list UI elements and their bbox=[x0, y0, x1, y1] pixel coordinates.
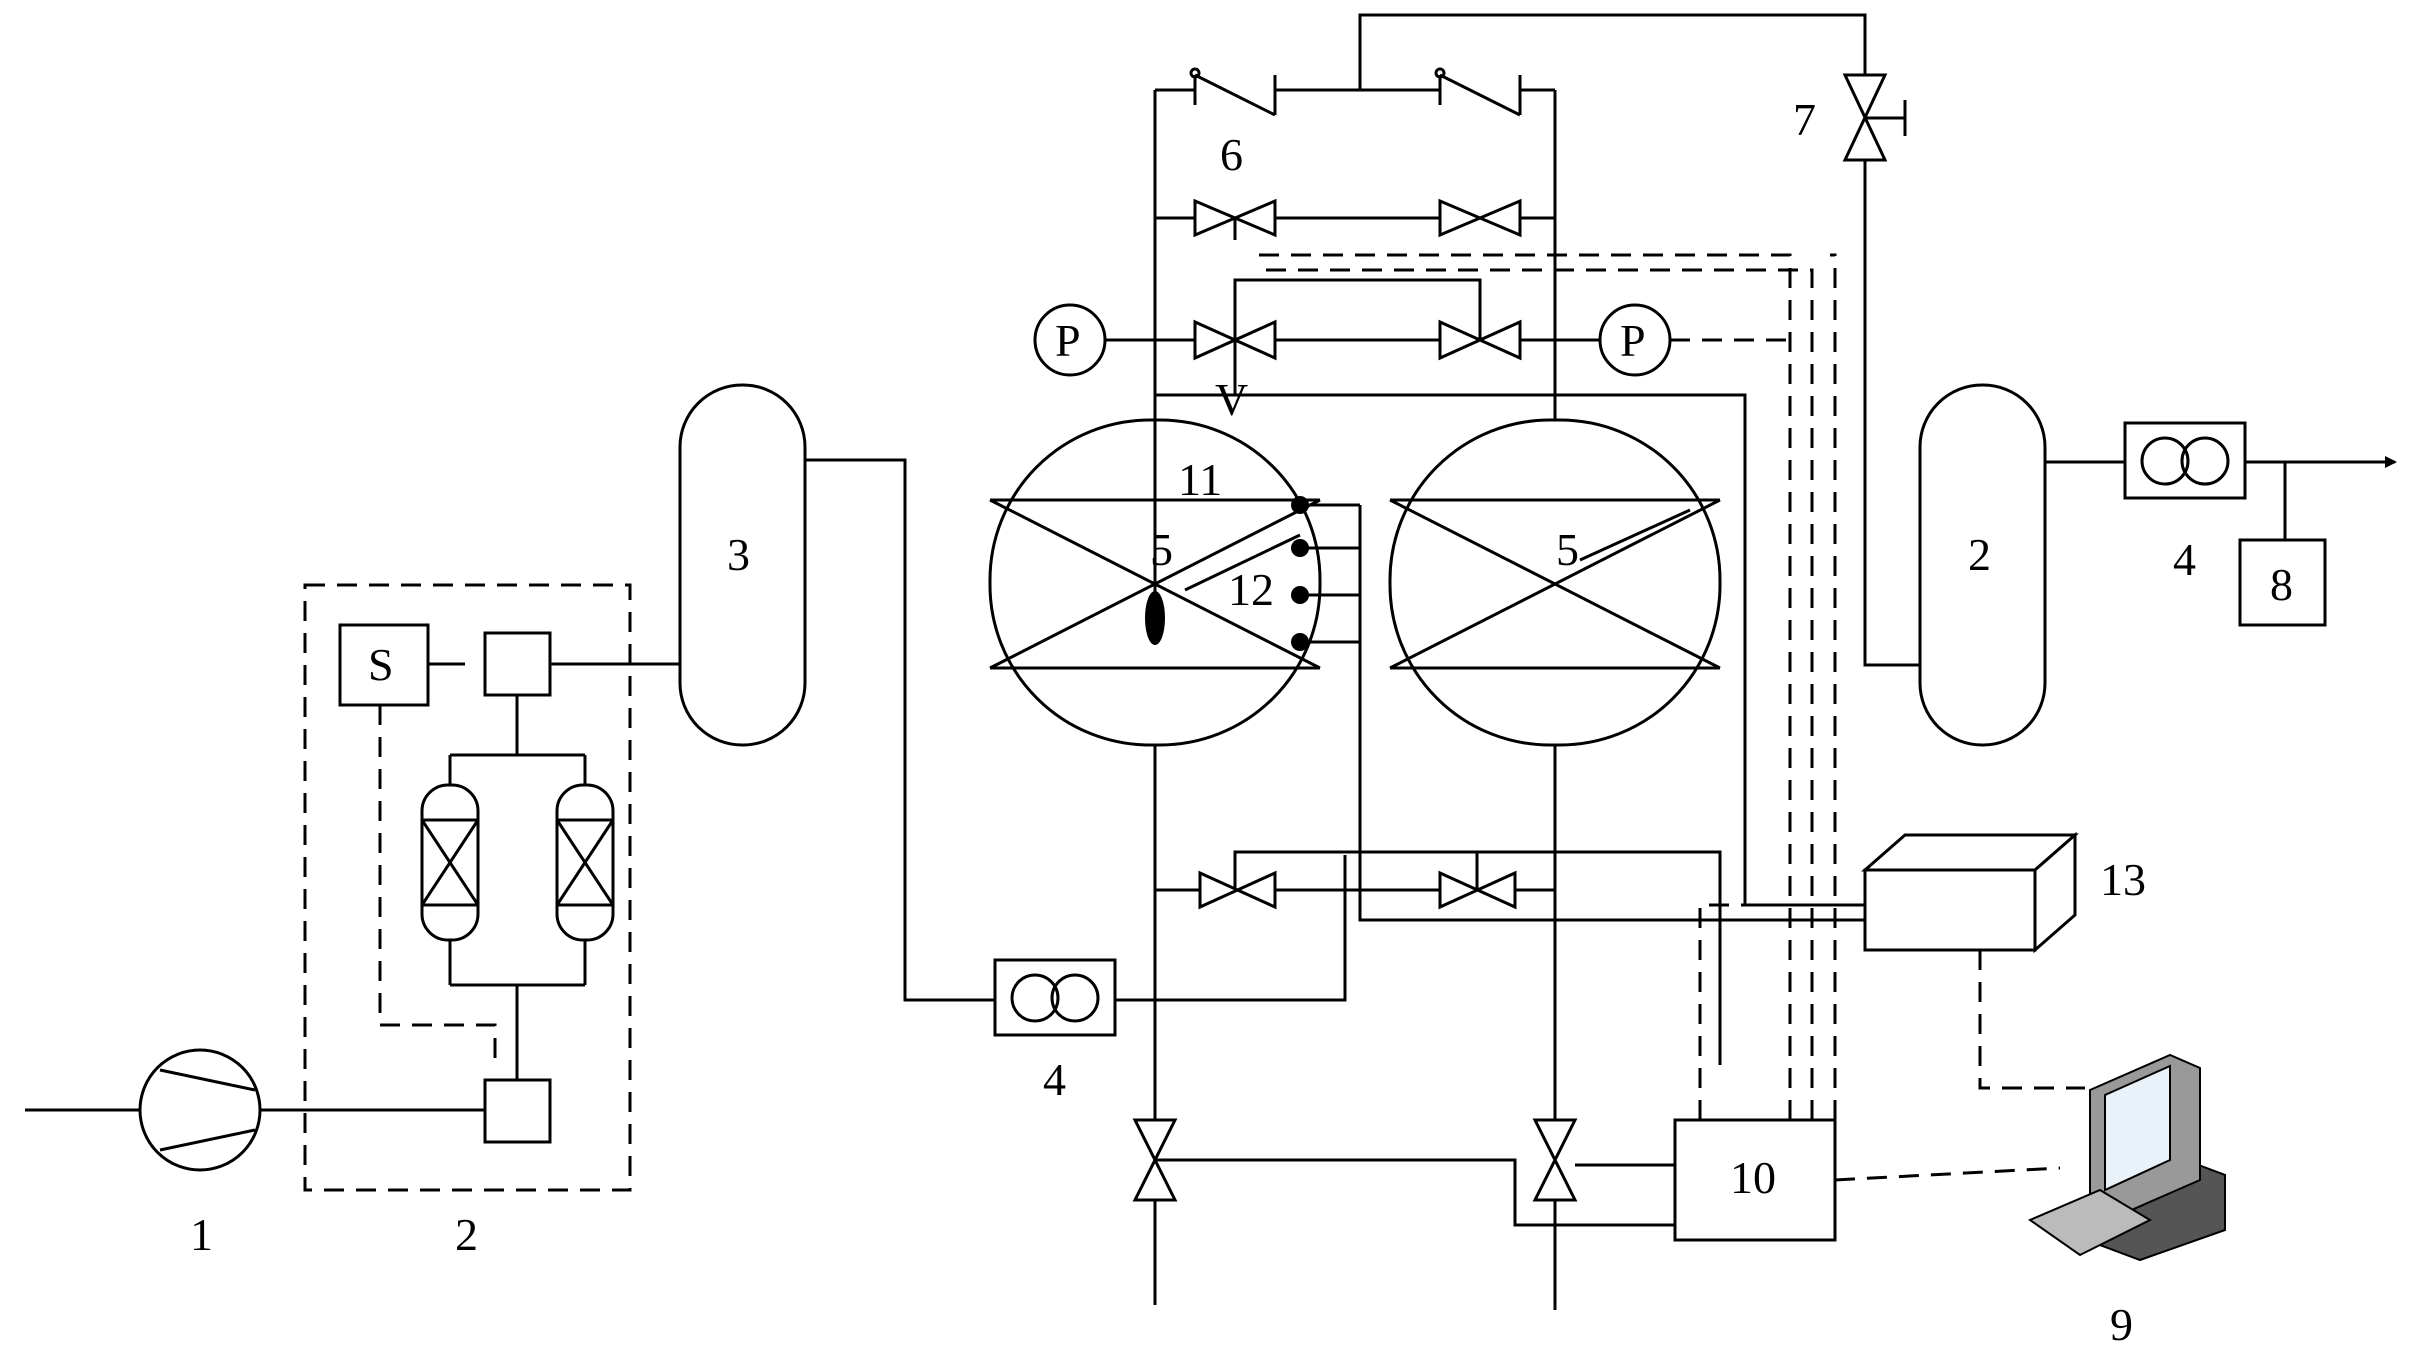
controller-to-computer-line bbox=[1834, 1166, 2061, 1182]
label-vent-valve: 7 bbox=[1793, 94, 1816, 145]
label-feed-tank: 3 bbox=[727, 529, 750, 580]
label-temp-sensor-top: 11 bbox=[1178, 454, 1222, 505]
daq-box bbox=[1861, 831, 2079, 954]
bottom-valves bbox=[1132, 1118, 1675, 1227]
computer bbox=[2027, 1053, 2226, 1262]
pressure-gauge-left bbox=[1033, 303, 1107, 377]
label-temp-sensors: 12 bbox=[1228, 564, 1274, 615]
label-pressure-left: P bbox=[1055, 315, 1081, 366]
label-controller: 10 bbox=[1730, 1152, 1776, 1203]
adsorber-left bbox=[988, 418, 1322, 747]
flowmeter-product bbox=[2123, 421, 2247, 500]
label-compressor: 1 bbox=[190, 1209, 213, 1260]
label-valve-v: V bbox=[1215, 374, 1248, 425]
analyzer bbox=[2238, 538, 2327, 627]
label-flowmeter-product: 4 bbox=[2173, 534, 2196, 585]
compressor bbox=[25, 1048, 485, 1172]
label-dryer-switch: S bbox=[368, 639, 394, 690]
top-manifold bbox=[1105, 13, 1900, 907]
temperature-sensors bbox=[1291, 496, 1900, 922]
label-check-valves: 6 bbox=[1220, 129, 1243, 180]
vent-valve bbox=[1842, 73, 1945, 667]
daq-to-computer-line bbox=[1978, 950, 2085, 1090]
flowmeter-outlet-line bbox=[1115, 855, 1347, 1002]
label-analyzer: 8 bbox=[2270, 559, 2293, 610]
label-daq-box: 13 bbox=[2100, 854, 2146, 905]
product-tank bbox=[1918, 383, 2047, 747]
label-adsorber-left: 5 bbox=[1150, 524, 1173, 575]
signal-lines bbox=[1255, 253, 1837, 1120]
label-computer: 9 bbox=[2110, 1299, 2133, 1350]
label-adsorber-right: 5 bbox=[1556, 524, 1579, 575]
label-product-tank: 2 bbox=[1968, 529, 1991, 580]
adsorber-right bbox=[1388, 418, 1722, 747]
bottom-manifold bbox=[1155, 850, 1722, 1065]
feed-tank bbox=[678, 383, 807, 747]
dryer-unit bbox=[303, 583, 710, 1192]
label-flowmeter-feed: 4 bbox=[1043, 1054, 1066, 1105]
label-dryer-unit: 2 bbox=[455, 1209, 478, 1260]
flowmeter-feed bbox=[993, 958, 1117, 1037]
feed-line bbox=[805, 458, 995, 1002]
label-pressure-right: P bbox=[1620, 315, 1646, 366]
